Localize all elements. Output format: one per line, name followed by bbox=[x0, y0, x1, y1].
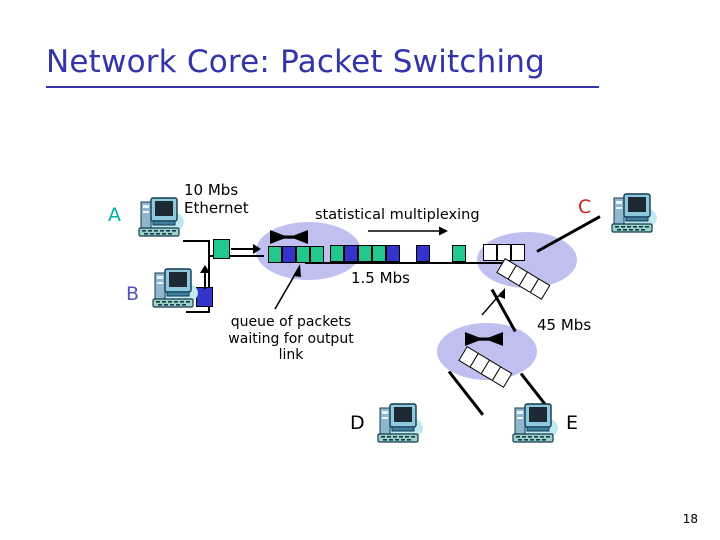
computer-icon bbox=[377, 403, 423, 443]
queued-packet bbox=[282, 246, 296, 263]
node-label-e: E bbox=[566, 412, 579, 434]
node-label-b: B bbox=[126, 283, 140, 305]
node-label-d: D bbox=[350, 412, 365, 434]
bowtie-router-icon bbox=[270, 230, 308, 244]
page-number: 18 bbox=[682, 512, 698, 526]
page-title: Network Core: Packet Switching bbox=[46, 44, 546, 80]
stream-packet bbox=[372, 245, 386, 262]
computer-icon bbox=[138, 197, 184, 237]
ethernet-label: 10 Mbs Ethernet bbox=[184, 181, 249, 217]
arrow-lower-router-pointer bbox=[481, 288, 505, 316]
arrow-b-into-bus bbox=[200, 265, 210, 289]
arrow-queue-caption bbox=[274, 264, 301, 310]
queue-caption: queue of packets waiting for output link bbox=[228, 314, 354, 364]
title-underline bbox=[46, 86, 599, 88]
stream-packet bbox=[386, 245, 400, 262]
computer-icon bbox=[512, 403, 558, 443]
right-router-queued-packet bbox=[483, 244, 497, 261]
computer-icon bbox=[152, 268, 198, 308]
stream-packet bbox=[358, 245, 372, 262]
arrow-statistical-multiplexing bbox=[368, 226, 448, 236]
stream-packet bbox=[452, 245, 466, 262]
bowtie-router-icon bbox=[465, 332, 503, 346]
link-rate-center-label: 1.5 Mbs bbox=[351, 269, 410, 287]
link-rate-lower-label: 45 Mbs bbox=[537, 316, 592, 334]
queued-packet bbox=[310, 246, 324, 263]
node-label-c: C bbox=[578, 196, 592, 218]
statistical-multiplexing-label: statistical multiplexing bbox=[315, 207, 480, 223]
link-bus-to-upper-router bbox=[208, 255, 264, 257]
stream-packet bbox=[416, 245, 430, 262]
packet-from-a bbox=[213, 239, 230, 259]
ethernet-bus-vertical bbox=[208, 240, 210, 312]
link-1-5-mbs bbox=[305, 262, 503, 264]
node-label-a: A bbox=[108, 204, 121, 226]
stream-packet bbox=[330, 245, 344, 262]
arrow-a-into-router bbox=[231, 244, 261, 254]
link-a-to-bus bbox=[183, 240, 210, 242]
stream-packet bbox=[344, 245, 358, 262]
queued-packet bbox=[268, 246, 282, 263]
computer-icon bbox=[611, 193, 657, 233]
right-router-queued-packet bbox=[511, 244, 525, 261]
queued-packet bbox=[296, 246, 310, 263]
link-b-to-bus bbox=[186, 311, 210, 313]
